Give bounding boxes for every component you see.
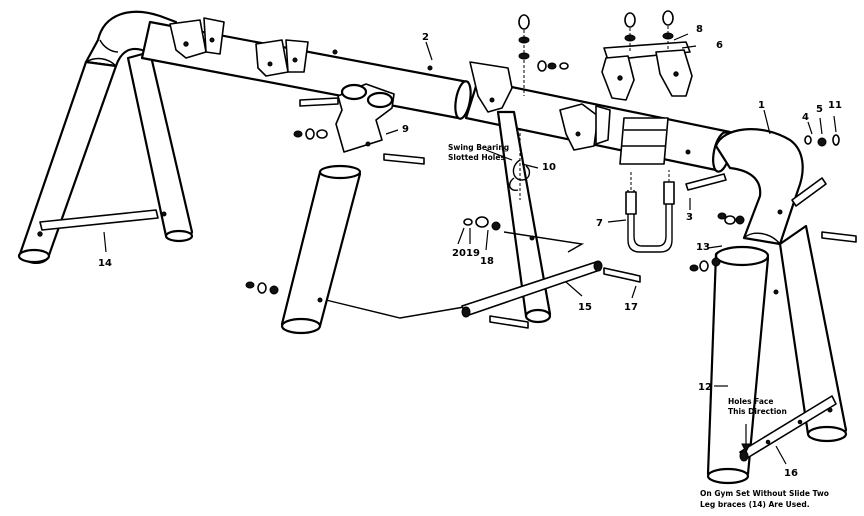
brace-15 [461, 260, 641, 329]
swing-bearing-note-line1: Swing Bearing [448, 143, 509, 152]
holes-face-note-line2: This Direction [728, 407, 787, 416]
holes-face-note-line1: Holes Face [728, 397, 773, 406]
right-hardware [685, 134, 857, 272]
hardware-18-20 [463, 216, 501, 231]
top-hardware [518, 10, 674, 96]
swing-hook [508, 128, 531, 200]
callout-7: 7 [596, 218, 603, 229]
beam-brackets [169, 17, 693, 151]
right-a-frame [706, 128, 848, 485]
callout-13: 13 [696, 242, 710, 253]
slide-mount-bracket [293, 83, 425, 165]
callout-3: 3 [686, 212, 693, 223]
callout-9: 9 [402, 124, 409, 135]
callout-2: 2 [422, 32, 429, 43]
callout-14: 14 [98, 258, 112, 269]
callout-10: 10 [542, 162, 556, 173]
swing-bearing-note-line2: Slotted Holes [448, 153, 505, 162]
callout-17: 17 [624, 302, 638, 313]
callout-15: 15 [578, 302, 592, 313]
callout-5: 5 [816, 104, 823, 115]
callout-16: 16 [784, 468, 798, 479]
callout-8: 8 [696, 24, 703, 35]
notes: Swing Bearing Slotted Holes Holes Face T… [448, 143, 829, 509]
callout-18: 18 [480, 256, 494, 267]
callout-11: 11 [828, 100, 842, 111]
ground-connector-line [325, 231, 585, 319]
callout-4: 4 [802, 112, 809, 123]
callout-1: 1 [758, 100, 765, 111]
middle-leg [245, 164, 362, 335]
callout-labels: 2 1 8 6 9 10 7 3 13 4 5 11 14 15 17 12 1… [98, 24, 842, 479]
leader-lines [103, 33, 837, 465]
callout-12: 12 [698, 382, 712, 393]
u-bolt [625, 170, 675, 253]
footnote-line2: Leg braces (14) Are Used. [700, 500, 810, 509]
rear-center-leg [496, 110, 552, 324]
callout-20: 20 [452, 248, 466, 259]
footnote-line1: On Gym Set Without Slide Two [700, 489, 829, 498]
swing-bearing-sleeve [619, 117, 669, 165]
callout-6: 6 [716, 40, 723, 51]
callout-19: 19 [466, 248, 480, 259]
